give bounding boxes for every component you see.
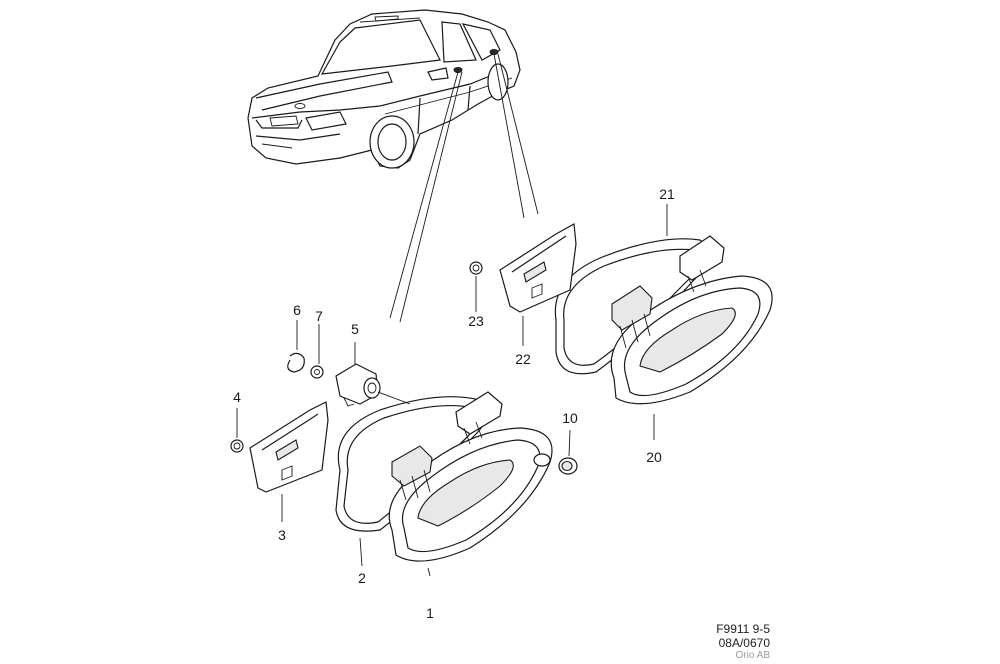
part-3-bracket [249, 401, 329, 493]
part-labels: 1 2 3 4 5 6 7 10 20 21 22 23 [233, 186, 675, 621]
publisher-credit: Orio AB [735, 650, 770, 661]
car-illustration [247, 9, 521, 169]
part-5-lock-cylinder [335, 363, 411, 407]
label-part-4: 4 [233, 389, 241, 405]
part-1-handle [388, 391, 553, 562]
label-part-21: 21 [659, 186, 675, 202]
label-part-1: 1 [426, 605, 434, 621]
label-part-20: 20 [646, 449, 662, 465]
part-4-nut [230, 439, 244, 453]
part-20-handle [610, 235, 773, 405]
part-22-bracket [499, 223, 577, 313]
label-part-23: 23 [468, 313, 484, 329]
label-part-22: 22 [515, 351, 531, 367]
label-part-3: 3 [278, 527, 286, 543]
front-handle-assembly [230, 352, 578, 562]
part-23-nut [469, 261, 483, 275]
part-6-clip [287, 352, 305, 373]
label-part-7: 7 [315, 308, 323, 324]
leader-lines [236, 204, 668, 577]
label-part-10: 10 [562, 410, 578, 426]
pointer-lines [389, 53, 539, 323]
rear-handle-assembly [469, 223, 773, 405]
figure-reference: 08A/0670 [718, 636, 770, 650]
part-10-grommet [558, 457, 578, 475]
label-part-6: 6 [293, 302, 301, 318]
figure-code: F9911 9-5 [716, 622, 770, 636]
part-7-washer [310, 365, 324, 379]
label-part-2: 2 [358, 570, 366, 586]
label-part-5: 5 [351, 321, 359, 337]
